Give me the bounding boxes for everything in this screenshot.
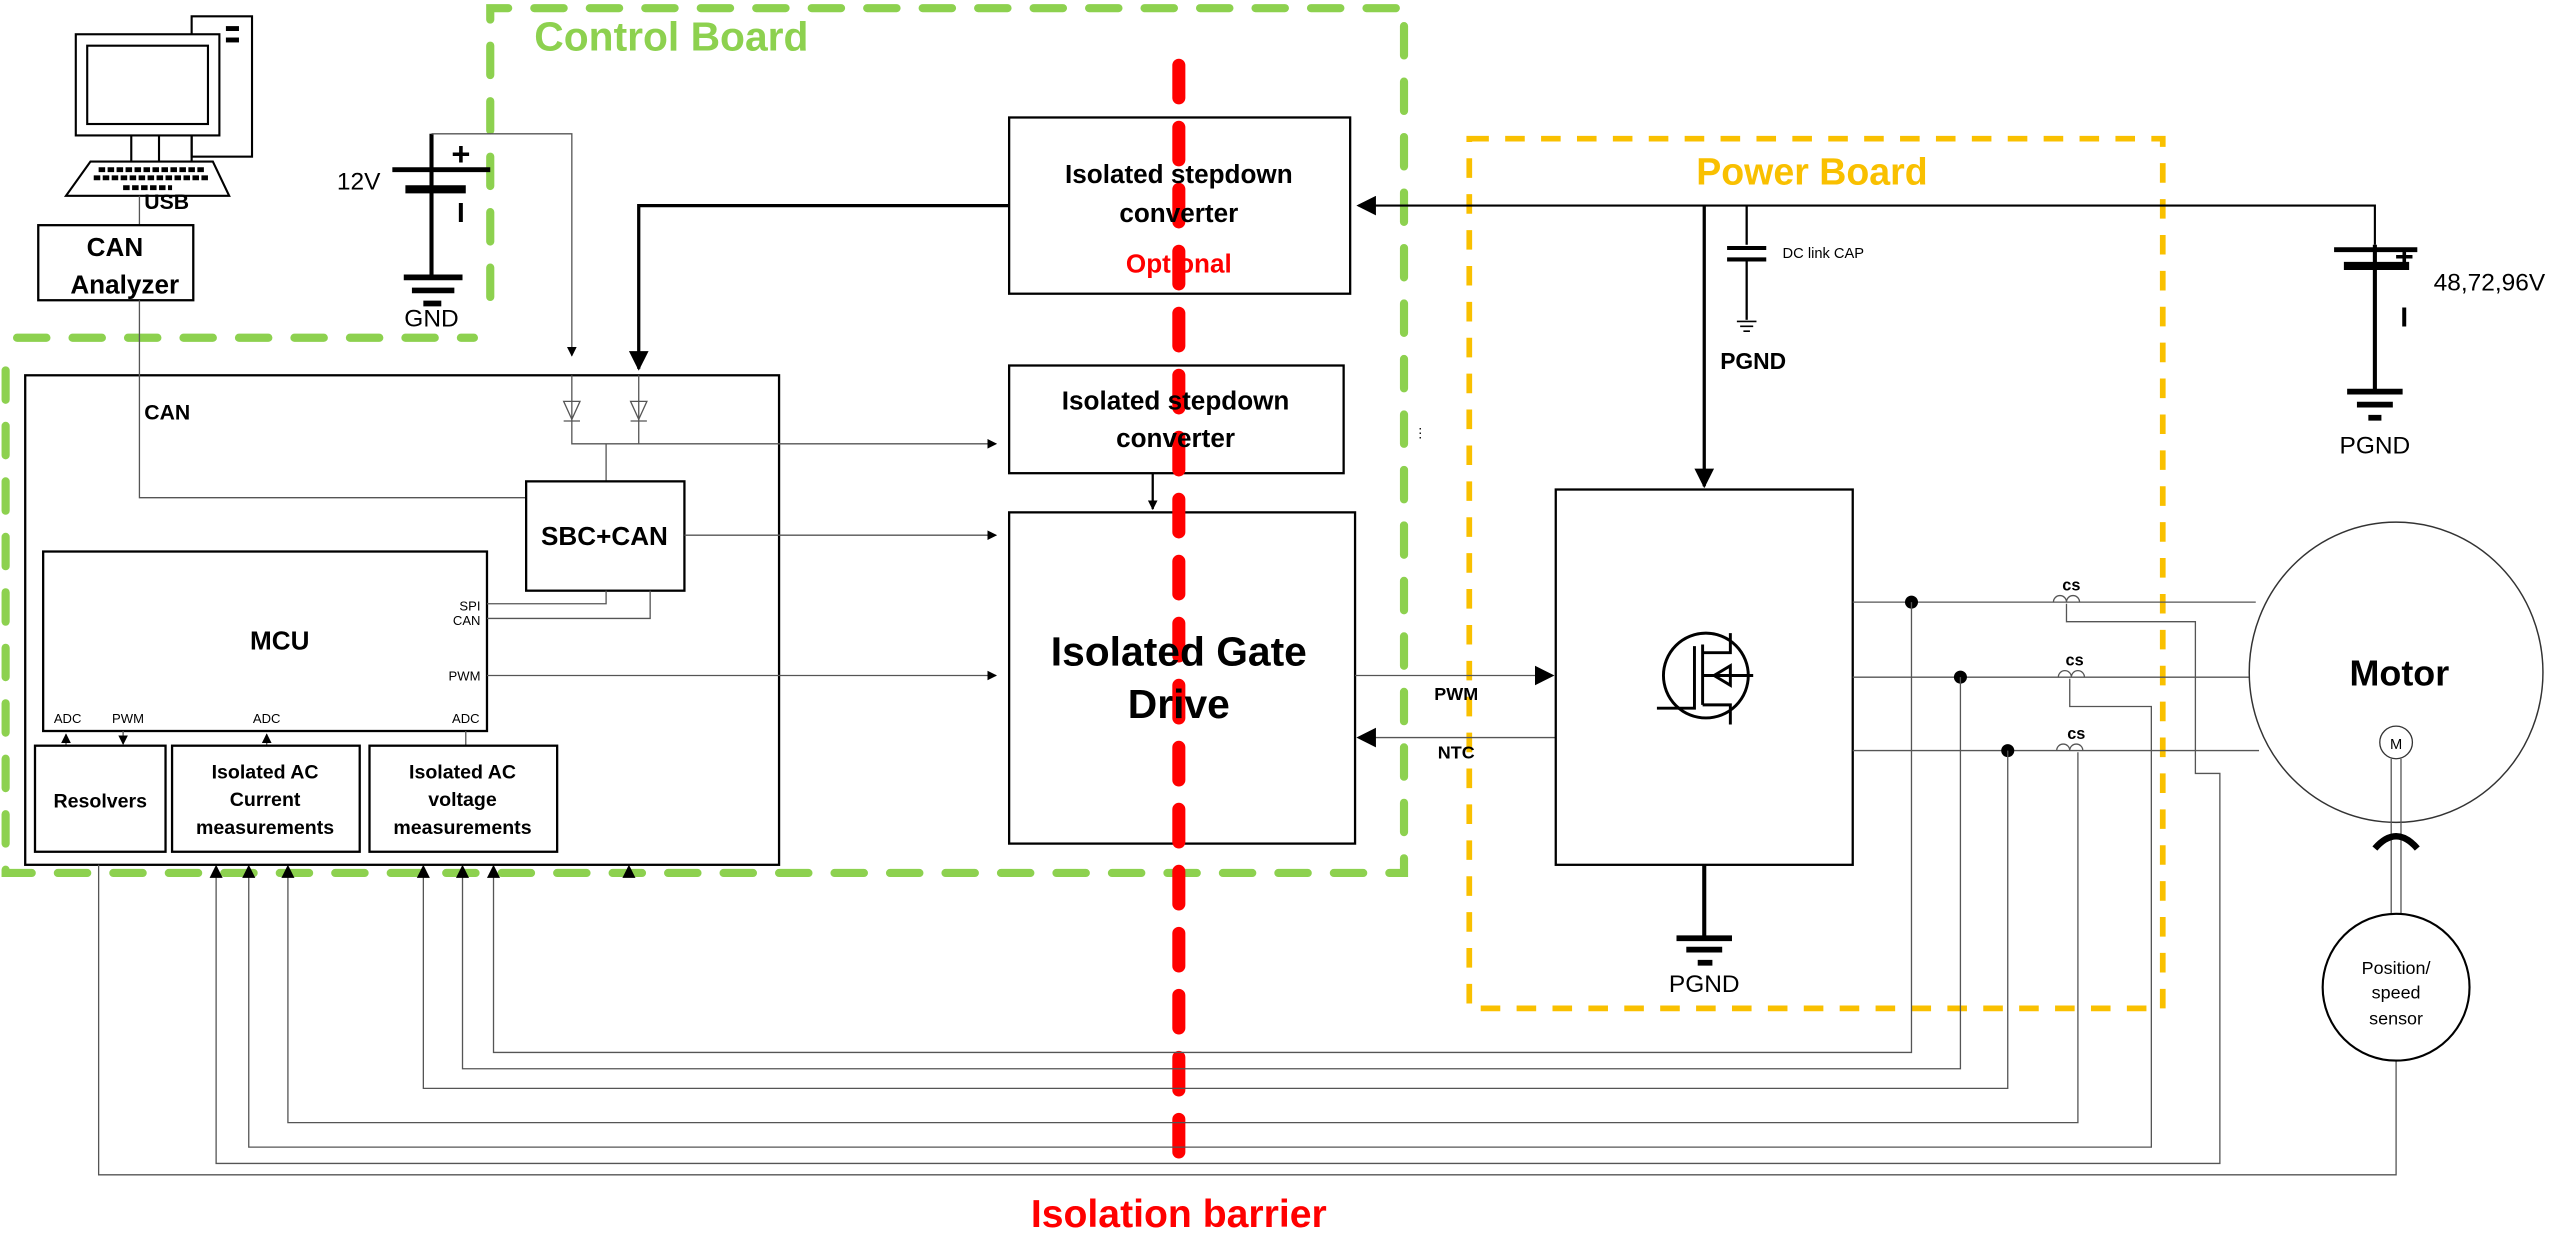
- mcu-pin-adc: ADC: [452, 711, 480, 726]
- sensor-label: Position/: [2362, 958, 2431, 978]
- gate-drive-label: Isolated Gate: [1051, 629, 1307, 675]
- can-analyzer-box: [37, 224, 195, 302]
- current-sensor-coil-icon: [2052, 594, 2086, 751]
- battery-12v-icon: [392, 133, 491, 307]
- mcu-pin-pwm-out: PWM: [112, 711, 144, 726]
- resolvers-box: [33, 744, 167, 853]
- dc-link-ground-label: PGND: [1720, 348, 1786, 374]
- feedback-wiring: [97, 602, 2397, 1176]
- battery-hv-plus: +: [2395, 238, 2414, 275]
- sensor-label: sensor: [2369, 1009, 2423, 1029]
- battery-12v-ground: GND: [404, 305, 458, 332]
- resolvers-label: Resolvers: [53, 791, 147, 813]
- battery-12v-plus: +: [451, 135, 470, 172]
- motor-label: Motor: [2350, 653, 2450, 693]
- cs-label: cs: [2067, 725, 2085, 743]
- sbc-can-box: [525, 480, 686, 592]
- power-stage-ground-label: PGND: [1669, 971, 1740, 998]
- voltage-measurement-box: [368, 744, 559, 853]
- junction-dot: [1904, 595, 2015, 758]
- stepdown2-label: converter: [1116, 423, 1235, 453]
- motor-symbol-icon: [2379, 725, 2414, 760]
- mcu-pin-can: CAN: [453, 613, 481, 628]
- motor-circle: [2248, 521, 2544, 824]
- battery-12v-voltage: 12V: [337, 168, 381, 195]
- position-sensor-circle: [2321, 912, 2471, 1062]
- stepdown2-label: Isolated stepdown: [1062, 386, 1290, 416]
- battery-hv-icon: [2334, 244, 2418, 421]
- voltage-meas-label: measurements: [393, 817, 531, 839]
- control-board-outline: [1, 4, 1409, 878]
- mcu-label: MCU: [250, 625, 309, 655]
- isolation-barrier-label: Isolation barrier: [1031, 1193, 1327, 1236]
- cs-label: cs: [2062, 577, 2080, 595]
- ground-icon: [1676, 935, 1732, 966]
- battery-hv-ground: PGND: [2340, 433, 2411, 460]
- battery-hv-voltage: 48,72,96V: [2434, 269, 2546, 296]
- mosfet-icon: [1656, 631, 1754, 725]
- coupling-icon: [2372, 833, 2420, 851]
- mcu-pin-pwm: PWM: [449, 668, 481, 683]
- can-analyzer-label-2: Analyzer: [70, 270, 179, 300]
- voltage-meas-label: Isolated AC: [409, 761, 516, 783]
- power-stage-box: [1554, 488, 1854, 866]
- diode-icon: [562, 400, 648, 422]
- sbc-can-label: SBC+CAN: [541, 521, 668, 551]
- ntc-signal-label: NTC: [1438, 743, 1475, 763]
- mcu-pin-spi: SPI: [459, 598, 480, 613]
- dots: ⋮: [1414, 425, 1427, 440]
- dc-link-cap-label: DC link CAP: [1783, 246, 1865, 262]
- battery-hv-minus: I: [2400, 301, 2408, 332]
- stepdown1-label: Isolated stepdown: [1065, 159, 1293, 189]
- current-meas-label: measurements: [196, 817, 334, 839]
- motor-symbol-label: M: [2390, 737, 2402, 753]
- power-board-label: Power Board: [1696, 150, 1927, 192]
- mcu-pin-adc: ADC: [54, 711, 82, 726]
- voltage-meas-label: voltage: [428, 789, 497, 811]
- battery-12v-minus: I: [457, 197, 465, 228]
- power-board-outline: [1466, 135, 2166, 1012]
- optional-label: Optional: [1126, 248, 1232, 278]
- can-bus-label: CAN: [144, 401, 190, 424]
- control-board-label: Control Board: [534, 14, 808, 60]
- stepdown1-label: converter: [1119, 198, 1238, 228]
- gate-drive-label: Drive: [1128, 681, 1230, 727]
- current-measurement-box: [170, 744, 361, 853]
- cs-label: cs: [2066, 652, 2084, 670]
- sensor-label: speed: [2372, 983, 2421, 1003]
- current-meas-label: Isolated AC: [212, 761, 319, 783]
- can-analyzer-label: CAN: [87, 232, 144, 262]
- control-board-box: [24, 374, 781, 866]
- computer-icon: [63, 15, 254, 197]
- arrow-icon: [209, 864, 636, 878]
- mcu-box: [42, 550, 489, 733]
- pwm-signal-label: PWM: [1434, 684, 1478, 704]
- current-meas-label: Current: [230, 789, 301, 811]
- dc-link-capacitor-icon: [1727, 205, 1767, 333]
- usb-label: USB: [144, 191, 189, 214]
- mcu-pin-adc: ADC: [253, 711, 281, 726]
